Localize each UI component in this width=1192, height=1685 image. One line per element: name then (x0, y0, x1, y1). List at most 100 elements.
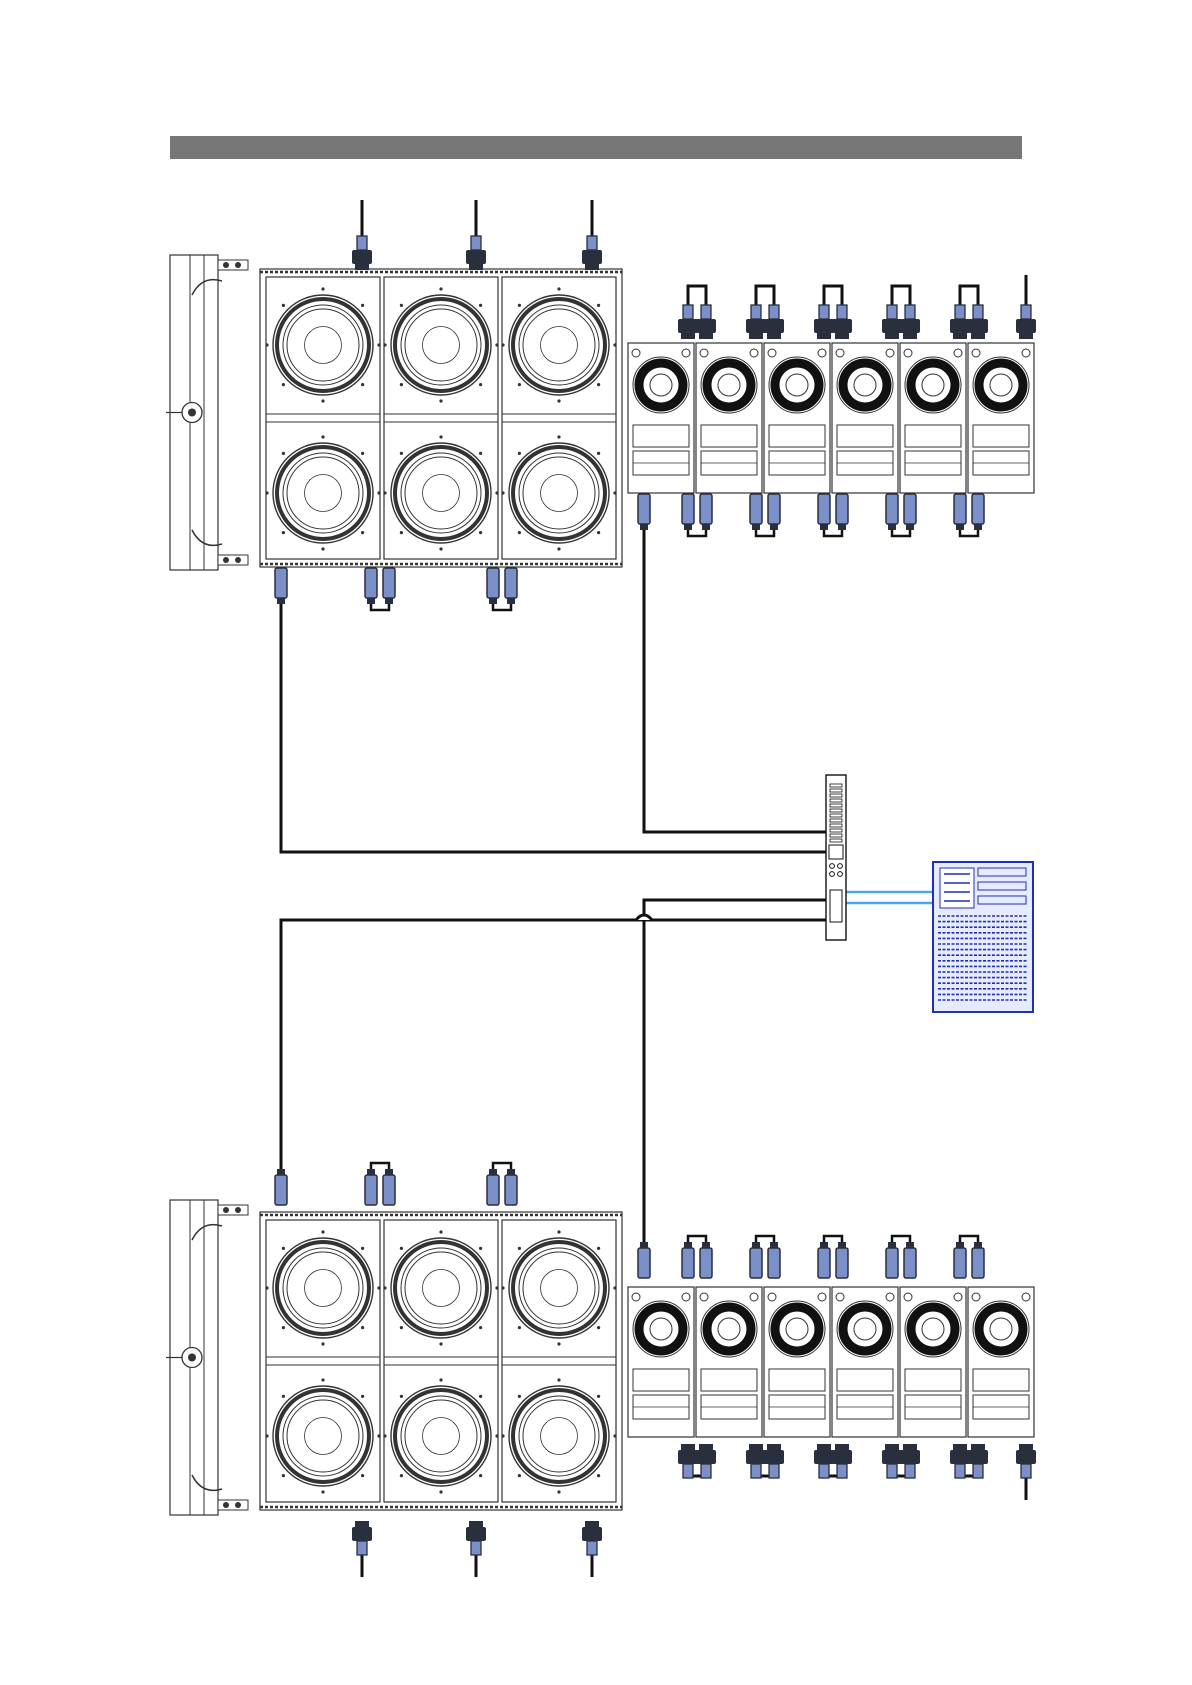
xlr-connector (487, 1169, 499, 1205)
subwoofer-cabinet (265, 1220, 380, 1502)
subwoofer-block (260, 269, 622, 567)
xlr-connector (972, 1242, 984, 1278)
speakon-connector (582, 1521, 602, 1555)
cable (281, 604, 826, 852)
woofer-icon (265, 287, 380, 402)
xlr-connector (682, 494, 694, 530)
cable (644, 530, 826, 832)
subwoofer-cabinet (501, 277, 616, 559)
speakon-connector (764, 305, 784, 339)
speakon-connector (352, 236, 372, 270)
amplifier-rack-icon (933, 862, 1033, 1012)
cable (756, 530, 774, 536)
cable (960, 530, 978, 536)
rigging-frame (166, 255, 248, 570)
cable (756, 1236, 774, 1242)
xlr-connector (818, 494, 830, 530)
rigging-frame (166, 1200, 248, 1515)
satellite-cabinet (764, 343, 830, 493)
xlr-connector (750, 494, 762, 530)
woofer-icon (265, 1378, 380, 1493)
woofer-icon (265, 1230, 380, 1345)
speakon-connector (696, 305, 716, 339)
satellite-cabinet (832, 343, 898, 493)
xlr-connector (682, 1242, 694, 1278)
xlr-connector (836, 494, 848, 530)
speakon-connector (1016, 305, 1036, 339)
xlr-connector (383, 568, 395, 604)
xlr-connector (972, 494, 984, 530)
xlr-connector (818, 1242, 830, 1278)
satellite-cabinet (628, 1287, 694, 1437)
xlr-connector (904, 494, 916, 530)
devices (826, 775, 1033, 1012)
satellite-cabinet (968, 1287, 1034, 1437)
speakon-connector (764, 1444, 784, 1478)
speakon-connector (352, 1521, 372, 1555)
woofer-icon (265, 435, 380, 550)
xlr-connector (505, 1169, 517, 1205)
cable (688, 530, 706, 536)
cable (644, 900, 826, 1242)
woofer-icon (383, 287, 498, 402)
speaker-arrays (166, 236, 1036, 1555)
speakon-connector (832, 1444, 852, 1478)
subwoofer-cabinet (501, 1220, 616, 1502)
woofer-icon (501, 1378, 616, 1493)
xlr-connector (383, 1169, 395, 1205)
cable (493, 604, 511, 610)
speakon-connector (900, 305, 920, 339)
speakon-connector (968, 305, 988, 339)
woofer-icon (501, 435, 616, 550)
satellite-cabinet (628, 343, 694, 493)
cable (960, 1236, 978, 1242)
speakon-connector (950, 1444, 970, 1478)
woofer-icon (383, 435, 498, 550)
cable (493, 1163, 511, 1169)
header-bar (170, 136, 1022, 159)
woofer-icon (383, 1378, 498, 1493)
xlr-connector (954, 494, 966, 530)
cable (371, 1163, 389, 1169)
speakon-connector (746, 1444, 766, 1478)
speakon-connector (950, 305, 970, 339)
xlr-connector (638, 494, 650, 530)
speakon-connector (900, 1444, 920, 1478)
cable-crossing (636, 915, 652, 920)
speakon-connector (882, 1444, 902, 1478)
satellite-cabinet (832, 1287, 898, 1437)
satellite-cabinet (968, 343, 1034, 493)
rack-processor-icon (826, 775, 846, 940)
satellite-cabinet (900, 343, 966, 493)
speakon-connector (696, 1444, 716, 1478)
speakon-connector (882, 305, 902, 339)
speakon-connector (1016, 1444, 1036, 1478)
cable (824, 530, 842, 536)
xlr-connector (768, 494, 780, 530)
satellite-cabinet (696, 343, 762, 493)
speakon-connector (678, 1444, 698, 1478)
cable (688, 1236, 706, 1242)
subwoofer-cabinet (383, 277, 498, 559)
subwoofer-cabinet (265, 277, 380, 559)
speakon-connector (814, 1444, 834, 1478)
xlr-connector (365, 1169, 377, 1205)
satellite-cabinet (900, 1287, 966, 1437)
satellite-cabinet (696, 1287, 762, 1437)
xlr-connector (836, 1242, 848, 1278)
satellite-array (628, 1287, 1034, 1437)
cable (371, 604, 389, 610)
xlr-connector (954, 1242, 966, 1278)
xlr-connector (750, 1242, 762, 1278)
xlr-connector (886, 494, 898, 530)
xlr-connector (700, 1242, 712, 1278)
xlr-connector (904, 1242, 916, 1278)
xlr-connector (365, 568, 377, 604)
woofer-icon (383, 1230, 498, 1345)
satellite-cabinet (764, 1287, 830, 1437)
cable (824, 1236, 842, 1242)
cable (281, 920, 826, 1169)
woofer-icon (501, 1230, 616, 1345)
speakon-connector (968, 1444, 988, 1478)
speakon-connector (466, 236, 486, 270)
